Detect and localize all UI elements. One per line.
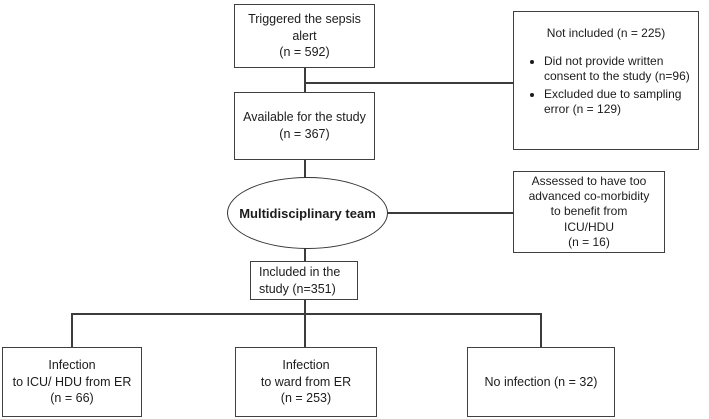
connector-distribution-horizontal xyxy=(71,313,542,315)
connector-available-to-team xyxy=(304,160,306,178)
not-included-bullet-consent: Did not provide written consent to the s… xyxy=(544,54,690,85)
connector-drop-infection-icu xyxy=(71,313,73,347)
node-multidisciplinary-team: Multidisciplinary team xyxy=(227,177,388,249)
not-included-title: Not included (n = 225) xyxy=(546,26,666,40)
not-included-bullet-sampling: Excluded due to sampling error (n = 129) xyxy=(544,87,690,118)
node-no-infection: No infection (n = 32) xyxy=(467,347,615,417)
not-included-bullet-list: Did not provide written consent to the s… xyxy=(526,54,690,118)
node-available-for-study: Available for the study (n = 367) xyxy=(234,92,375,160)
connector-drop-infection-ward xyxy=(304,313,306,347)
connector-branch-to-not-included xyxy=(304,82,513,84)
node-not-included: Not included (n = 225) Did not provide w… xyxy=(513,11,699,150)
connector-team-to-assessed xyxy=(387,212,513,214)
connector-triggered-to-available xyxy=(304,68,306,92)
node-infection-ward: Infection to ward from ER (n = 253) xyxy=(235,347,377,417)
connector-team-to-included xyxy=(304,248,306,262)
node-triggered-sepsis-alert: Triggered the sepsis alert (n = 592) xyxy=(234,4,375,68)
node-assessed-comorbidity: Assessed to have too advanced co-morbidi… xyxy=(513,171,665,253)
node-included-in-study: Included in the study (n=351) xyxy=(250,261,358,300)
connector-drop-no-infection xyxy=(540,313,542,347)
connector-included-to-distribution xyxy=(304,300,306,314)
node-infection-icu-hdu: Infection to ICU/ HDU from ER (n = 66) xyxy=(2,347,142,417)
